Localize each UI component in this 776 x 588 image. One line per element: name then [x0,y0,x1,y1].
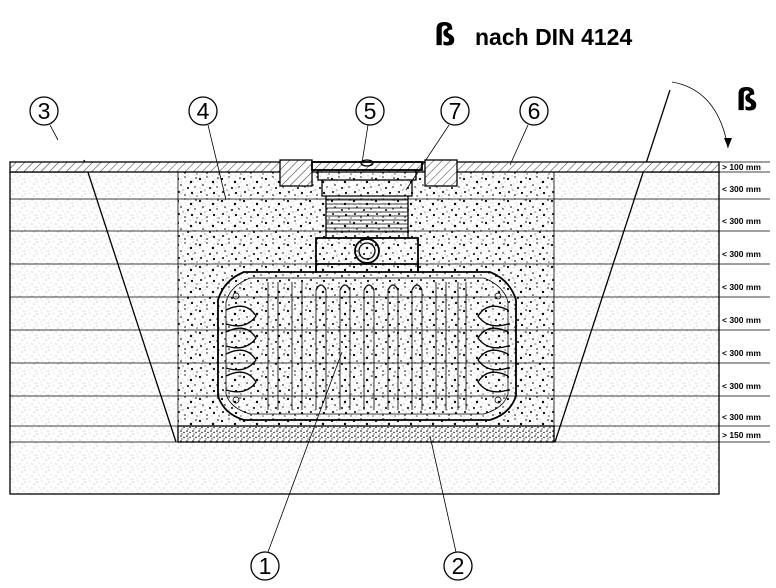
callout-7: 7 [405,96,470,191]
backfill-around-tank [177,171,555,427]
dimension-layer-8: < 300 mm [722,412,761,422]
callout-4: 4 [188,96,227,201]
svg-text:3: 3 [38,98,51,124]
callout-5: 5 [355,96,385,164]
dimension-layer-2: < 300 mm [722,216,761,226]
tank-body [217,263,517,421]
svg-text:5: 5 [364,98,377,124]
dimension-layer-3: < 300 mm [722,249,761,259]
gravel-bed [177,425,555,443]
dimension-gravel-bed: > 150 mm [722,430,761,440]
angle-beta-symbol: ß [736,83,758,118]
callout-6: 6 [509,96,549,166]
svg-text:7: 7 [449,98,462,124]
callout-1: 1 [250,351,343,581]
diagram-title: ß nach DIN 4124 [434,18,632,53]
title-beta-symbol: ß [434,18,456,53]
dimension-layer-1: < 300 mm [722,184,761,194]
svg-text:6: 6 [528,98,541,124]
slope-angle-indicator: ß [671,81,758,149]
svg-text:4: 4 [197,98,210,124]
dimension-surface: > 100 mm [722,162,761,172]
dimension-layer-4: < 300 mm [722,282,761,292]
dimension-labels: > 100 mm < 300 mm < 300 mm < 300 mm < 30… [722,162,761,440]
dimension-layer-7: < 300 mm [722,381,761,391]
dimension-layer-5: < 300 mm [722,315,761,325]
callout-2: 2 [429,435,473,581]
svg-text:2: 2 [452,553,465,579]
svg-text:1: 1 [259,553,272,579]
dimension-layer-6: < 300 mm [722,348,761,358]
title-text: nach DIN 4124 [475,24,632,50]
load-distribution-ring [279,159,458,187]
callout-3: 3 [29,96,59,141]
